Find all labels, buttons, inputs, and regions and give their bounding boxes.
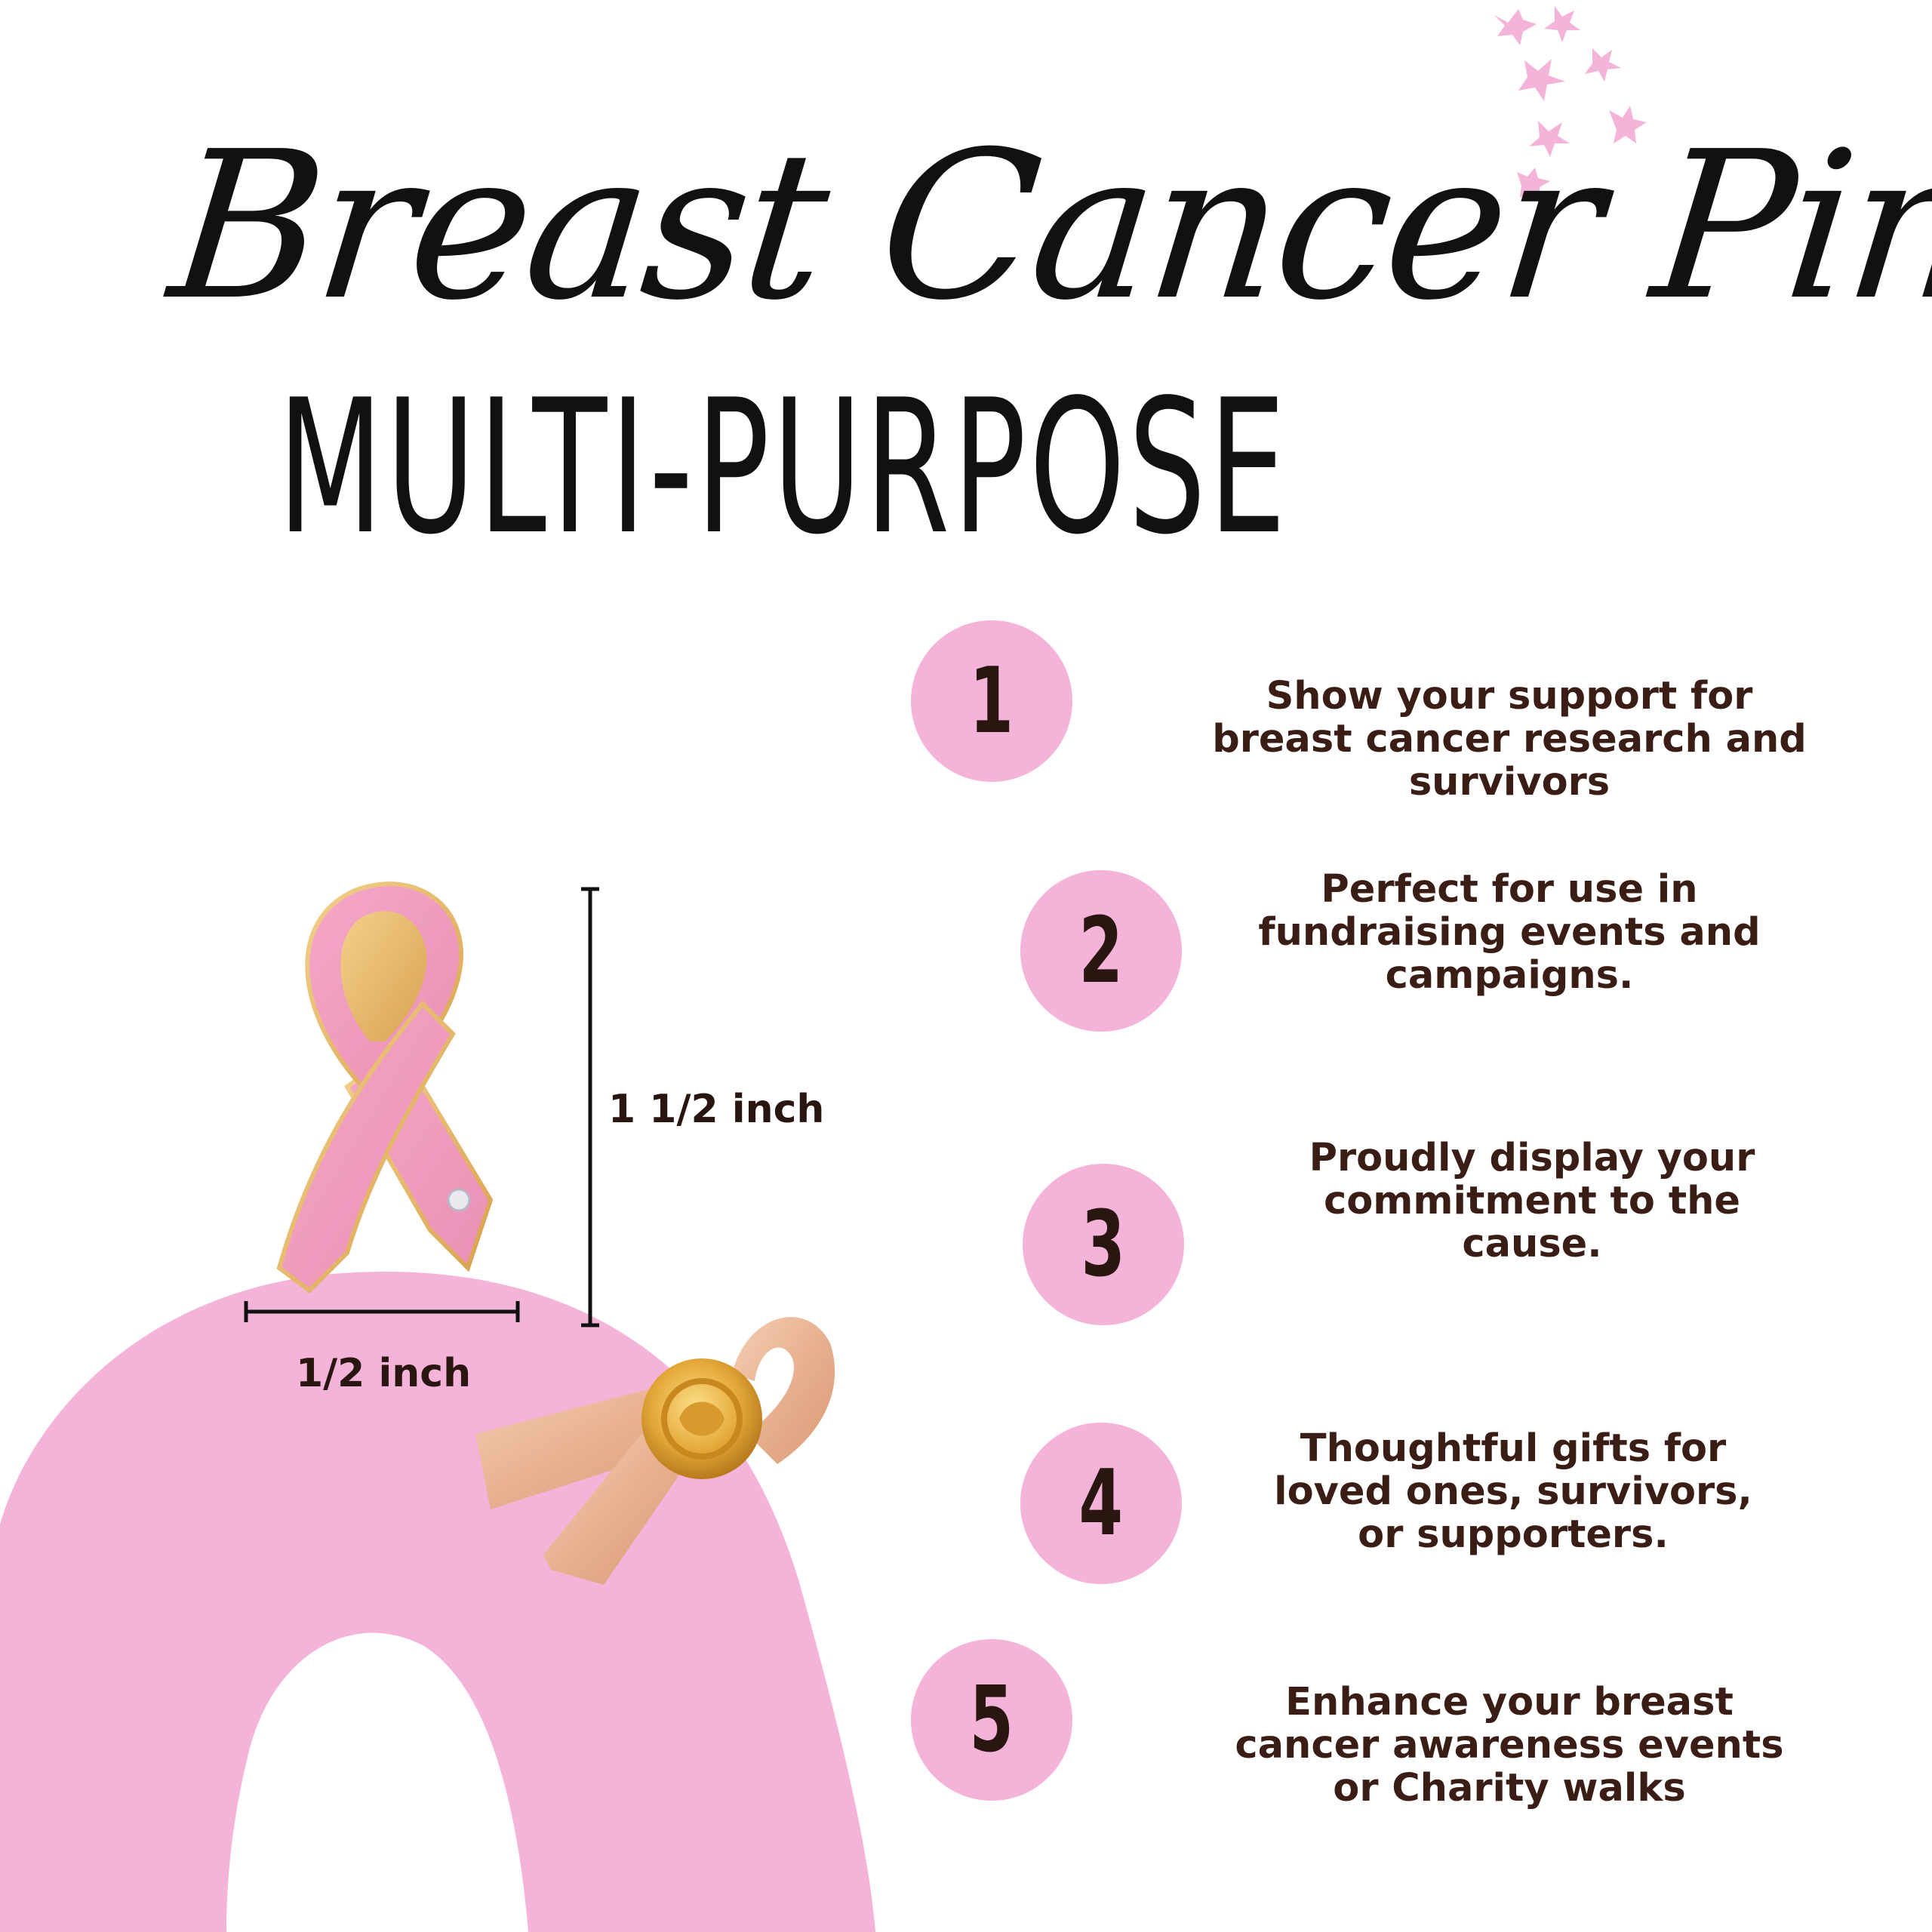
- feature-line: commitment to the: [1323, 1179, 1741, 1223]
- feature-line: Enhance your breast: [1285, 1680, 1734, 1724]
- dimension-lines: [244, 887, 599, 1327]
- sparkle-decoration: [1494, 6, 1647, 198]
- feature-number-badge: 1: [911, 620, 1072, 782]
- caps-title: MULTI-PURPOSE: [278, 360, 1289, 575]
- script-title: Breast Cancer Pin: [161, 107, 1932, 345]
- feature-line: cancer awareness events: [1235, 1723, 1784, 1767]
- feature-line: Show your support for: [1266, 674, 1753, 718]
- feature-line: fundraising events and: [1258, 910, 1761, 955]
- width-label: 1/2 inch: [296, 1351, 472, 1396]
- feature-line: or Charity walks: [1333, 1766, 1686, 1810]
- feature-line: campaigns.: [1385, 953, 1634, 998]
- pink-ribbon-pin-icon: [276, 881, 494, 1294]
- feature-number: 2: [1078, 898, 1124, 1004]
- feature-text: Enhance your breast cancer awareness eve…: [1200, 1681, 1819, 1810]
- feature-line: or supporters.: [1358, 1512, 1669, 1557]
- feature-line: loved ones, survivors,: [1274, 1469, 1752, 1514]
- gold-ribbon-back-icon: [475, 1317, 835, 1585]
- feature-text: Thoughtful gifts for loved ones, survivo…: [1204, 1427, 1823, 1556]
- feature-number-badge: 5: [911, 1639, 1072, 1801]
- feature-line: Proudly display your: [1309, 1136, 1755, 1180]
- feature-number-badge: 2: [1020, 870, 1182, 1032]
- feature-number: 1: [969, 648, 1014, 754]
- feature-line: Perfect for use in: [1321, 867, 1698, 912]
- feature-line: breast cancer research and: [1212, 717, 1807, 761]
- feature-line: Thoughtful gifts for: [1300, 1426, 1727, 1471]
- feature-number-badge: 3: [1023, 1164, 1184, 1325]
- feature-text: Perfect for use in fundraising events an…: [1200, 868, 1819, 997]
- feature-line: survivors: [1408, 760, 1611, 804]
- feature-number: 3: [1081, 1192, 1126, 1297]
- feature-number: 5: [969, 1667, 1014, 1773]
- feature-text: Proudly display your commitment to the c…: [1223, 1137, 1841, 1266]
- feature-line: cause.: [1462, 1222, 1602, 1266]
- height-label: 1 1/2 inch: [608, 1087, 825, 1132]
- feature-number: 4: [1078, 1451, 1124, 1556]
- feature-number-badge: 4: [1020, 1423, 1182, 1584]
- feature-text: Show your support for breast cancer rese…: [1200, 675, 1819, 804]
